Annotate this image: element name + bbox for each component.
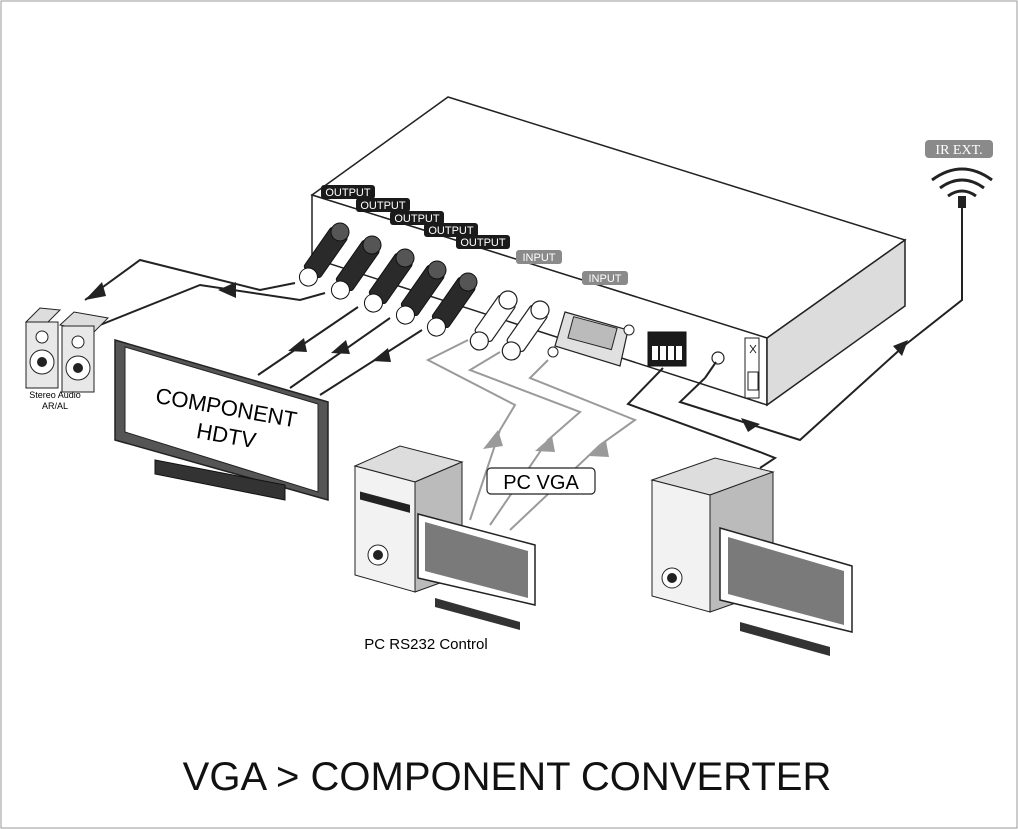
input-label-1: INPUT bbox=[523, 252, 556, 264]
ir-extender: IR EXT. bbox=[925, 140, 993, 208]
power-label-area bbox=[744, 337, 760, 399]
stereo-audio-label: Stereo Audio bbox=[29, 390, 81, 400]
page-title: VGA > COMPONENT CONVERTER bbox=[183, 755, 832, 799]
output-label-1: OUTPUT bbox=[325, 187, 371, 199]
output-plugs bbox=[298, 222, 478, 337]
input-labels: INPUT INPUT bbox=[516, 250, 628, 285]
vga-plug bbox=[547, 311, 635, 367]
output-label-3: OUTPUT bbox=[394, 213, 440, 225]
pc-vga-label: PC VGA bbox=[503, 472, 579, 494]
component-hdtv: COMPONENT HDTV bbox=[114, 339, 329, 501]
ir-jack bbox=[704, 351, 725, 379]
pc-rs232-label: PC RS232 Control bbox=[364, 636, 487, 653]
output-label-2: OUTPUT bbox=[360, 200, 406, 212]
ir-cable bbox=[678, 205, 963, 442]
arrows bbox=[85, 282, 908, 432]
video-cable-pr bbox=[319, 329, 423, 396]
rs232-cable bbox=[626, 367, 778, 469]
audio-cable-2 bbox=[99, 283, 326, 326]
ir-ext-label: IR EXT. bbox=[935, 143, 982, 158]
ar-al-label: AR/AL bbox=[42, 401, 68, 411]
ir-wave-icon bbox=[931, 167, 993, 182]
input-plugs bbox=[469, 290, 550, 361]
output-label-5: OUTPUT bbox=[460, 237, 506, 249]
output-labels: OUTPUT OUTPUT OUTPUT OUTPUT OUTPUT bbox=[321, 185, 510, 249]
video-cable-y bbox=[257, 306, 359, 376]
output-label-4: OUTPUT bbox=[428, 225, 474, 237]
pc-vga-label-box: PC VGA bbox=[486, 467, 596, 495]
rs232-control-computer bbox=[650, 457, 853, 656]
input-label-2: INPUT bbox=[589, 273, 622, 285]
audio-cable-1 bbox=[84, 258, 296, 301]
gray-arrows bbox=[483, 430, 609, 457]
stereo-speakers: Stereo Audio AR/AL bbox=[24, 307, 110, 411]
pc-vga-computer: PC RS232 Control bbox=[353, 445, 536, 653]
rs232-terminal bbox=[647, 331, 687, 367]
